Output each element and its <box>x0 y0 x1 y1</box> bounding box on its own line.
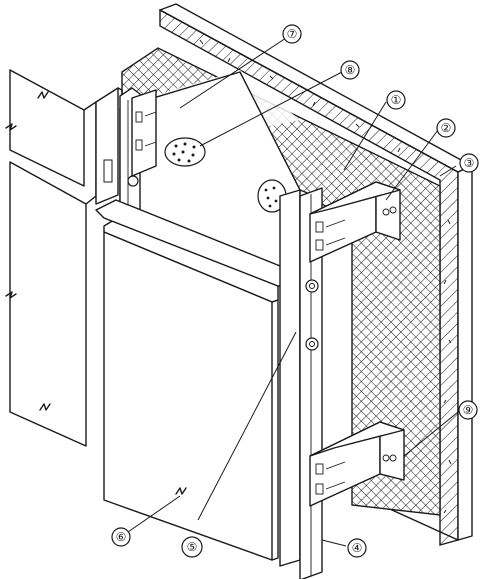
callout-4: ④ <box>347 538 367 558</box>
callout-6-label: ⑥ <box>116 530 127 544</box>
callout-8: ⑧ <box>340 60 360 80</box>
callout-1: ① <box>386 90 406 110</box>
callout-4-label: ④ <box>352 541 363 555</box>
callout-8-label: ⑧ <box>345 63 356 77</box>
callout-7-label: ⑦ <box>287 27 298 41</box>
callout-3-label: ③ <box>464 156 475 170</box>
callout-1-label: ① <box>391 93 402 107</box>
anchor-disc-upper <box>164 137 206 167</box>
cladding-panel-upper <box>95 87 123 211</box>
callout-9: ⑨ <box>458 400 478 420</box>
callout-9-label: ⑨ <box>463 403 474 417</box>
callout-3: ③ <box>459 153 479 173</box>
callout-2-label: ② <box>441 121 452 135</box>
callout-2: ② <box>436 118 456 138</box>
cladding-panel-left <box>5 69 97 447</box>
callout-5: ⑤ <box>181 536 203 558</box>
upper-mullion <box>103 87 157 223</box>
angle-bracket-lower <box>309 421 405 507</box>
callout-6: ⑥ <box>111 527 131 547</box>
leader-lines <box>127 37 459 547</box>
cladding-panel-front <box>95 199 301 561</box>
callout-5-label: ⑤ <box>187 540 198 554</box>
callout-7: ⑦ <box>282 24 302 44</box>
angle-bracket-upper <box>309 181 401 263</box>
